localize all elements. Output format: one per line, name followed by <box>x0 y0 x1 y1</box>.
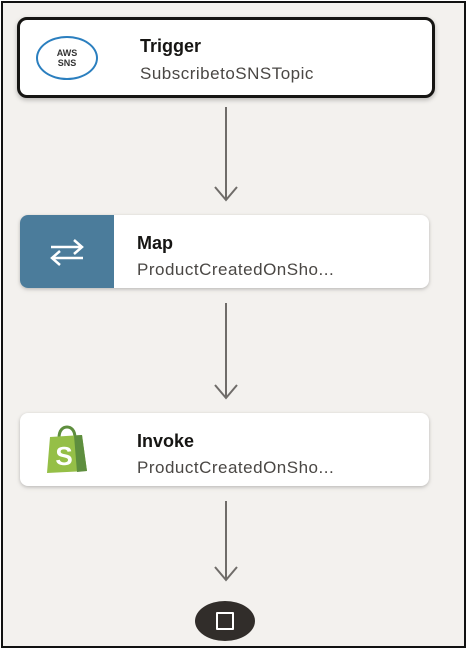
connector-line <box>225 107 227 199</box>
svg-text:S: S <box>55 441 72 471</box>
map-title: Map <box>137 233 173 253</box>
stop-square-icon <box>216 612 234 630</box>
map-icon-box <box>20 215 114 288</box>
swap-arrows-icon <box>50 238 84 266</box>
trigger-card[interactable]: AWS SNS Trigger SubscribetoSNSTopic <box>17 17 435 98</box>
aws-sns-icon-text-top: AWS <box>56 47 78 58</box>
invoke-card[interactable]: S Invoke ProductCreatedOnSho... <box>20 413 429 486</box>
arrow-down-icon <box>214 566 238 582</box>
connector-line <box>225 303 227 397</box>
invoke-title: Invoke <box>137 431 195 451</box>
shopify-bag-icon: S <box>47 424 87 473</box>
map-subtitle: ProductCreatedOnSho... <box>137 260 335 279</box>
trigger-title: Trigger <box>140 36 202 56</box>
invoke-icon-box: S <box>20 413 114 486</box>
invoke-subtitle: ProductCreatedOnSho... <box>137 458 335 477</box>
arrow-down-icon <box>214 384 238 400</box>
trigger-icon-box: AWS SNS <box>20 20 114 95</box>
aws-sns-icon: AWS SNS <box>36 35 98 80</box>
trigger-subtitle: SubscribetoSNSTopic <box>140 64 314 83</box>
map-card[interactable]: Map ProductCreatedOnSho... <box>20 215 429 288</box>
connector-line <box>225 501 227 579</box>
aws-sns-icon-text-bottom: SNS <box>57 57 77 68</box>
end-node[interactable] <box>195 601 255 641</box>
arrow-down-icon <box>214 186 238 202</box>
